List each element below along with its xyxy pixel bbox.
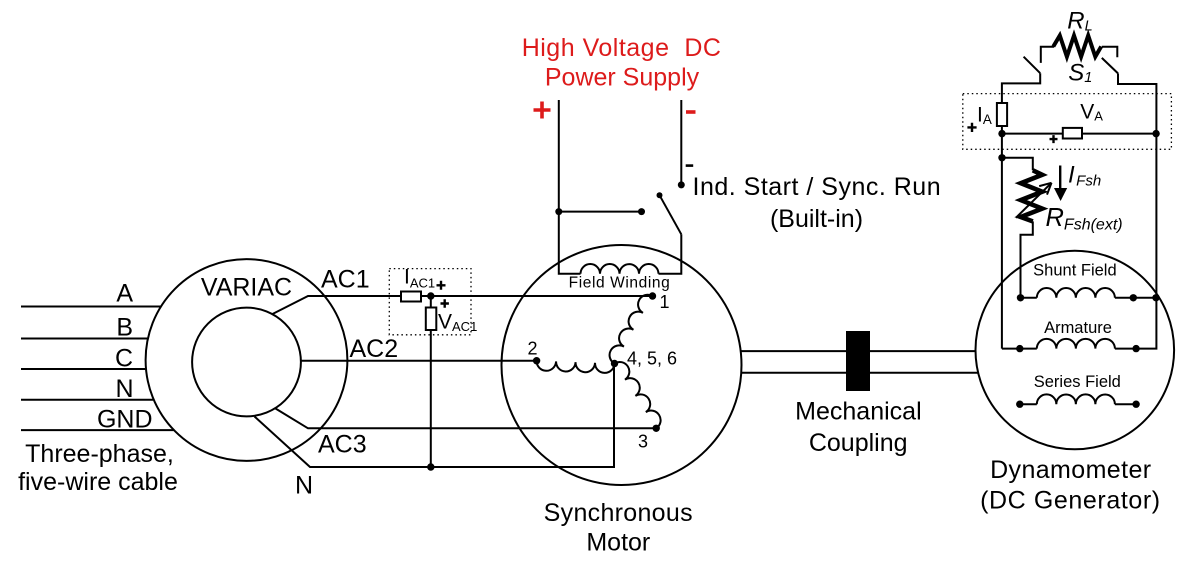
svg-text:Mechanical: Mechanical — [795, 398, 921, 426]
svg-text:4, 5, 6: 4, 5, 6 — [627, 349, 677, 369]
svg-text:VARIAC: VARIAC — [201, 274, 292, 302]
svg-text:Coupling: Coupling — [809, 429, 908, 457]
svg-text:C: C — [115, 345, 133, 373]
svg-text:AC1: AC1 — [321, 266, 370, 294]
svg-text:(Built-in): (Built-in) — [770, 205, 863, 233]
svg-text:Dynamometer: Dynamometer — [990, 456, 1151, 484]
svg-text:N: N — [295, 472, 313, 500]
svg-text:AC2: AC2 — [350, 335, 399, 363]
svg-text:Series Field: Series Field — [1034, 373, 1121, 391]
svg-text:Power Supply: Power Supply — [545, 64, 700, 92]
svg-text:Armature: Armature — [1044, 319, 1112, 337]
svg-text:RL: RL — [1067, 7, 1092, 34]
svg-text:AC3: AC3 — [318, 431, 367, 459]
svg-text:N: N — [115, 375, 133, 403]
svg-text:1: 1 — [660, 292, 670, 312]
svg-text:Motor: Motor — [586, 529, 650, 557]
svg-text:Three-phase,: Three-phase, — [25, 440, 174, 468]
svg-text:Synchronous: Synchronous — [544, 499, 693, 527]
svg-text:3: 3 — [638, 432, 648, 452]
svg-text:GND: GND — [97, 406, 153, 434]
svg-text:2: 2 — [528, 339, 538, 359]
svg-text:Shunt Field: Shunt Field — [1033, 262, 1116, 280]
svg-text:B: B — [116, 314, 133, 342]
svg-text:Field Winding: Field Winding — [569, 274, 671, 291]
svg-text:High Voltage DC: High Voltage DC — [522, 34, 722, 62]
svg-text:Ind. Start / Sync. Run: Ind. Start / Sync. Run — [693, 173, 942, 201]
svg-text:A: A — [116, 280, 133, 308]
svg-text:five-wire cable: five-wire cable — [18, 468, 178, 496]
svg-text:(DC Generator): (DC Generator) — [980, 487, 1161, 515]
